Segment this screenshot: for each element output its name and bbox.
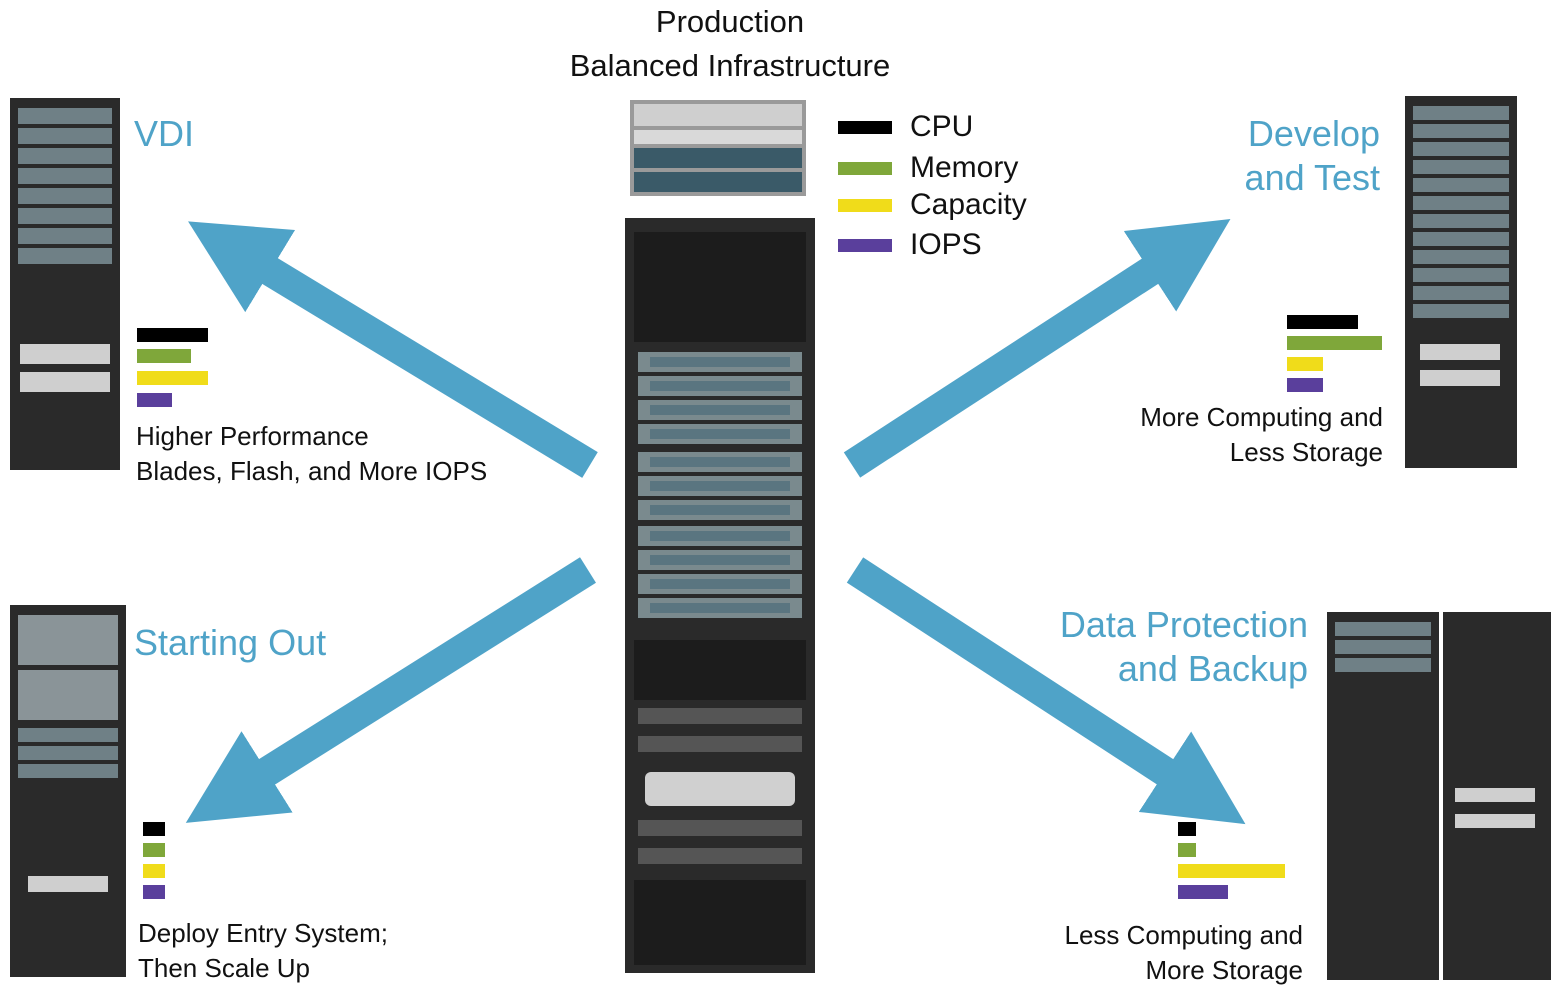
backup-bar-memory — [1178, 843, 1196, 857]
backup-title-line1: Data Protection — [1059, 604, 1308, 645]
vdi-desc-line2: Blades, Flash, and More IOPS — [136, 456, 488, 486]
starting-description: Deploy Entry System; Then Scale Up — [138, 916, 388, 986]
vdi-bar-cpu — [137, 328, 208, 342]
vdi-desc-line1: Higher Performance — [136, 421, 369, 451]
arrow-to-vdi — [188, 221, 598, 478]
develop-bar-memory — [1287, 336, 1382, 350]
vdi-bar-capacity — [137, 371, 208, 385]
legend-label-cpu: CPU — [910, 110, 974, 143]
center-title: Production Balanced Infrastructure — [520, 0, 940, 88]
center-title-line2: Balanced Infrastructure — [569, 48, 891, 83]
develop-desc-line2: Less Storage — [1229, 437, 1383, 467]
backup-desc-line1: Less Computing and — [1064, 920, 1303, 950]
backup-title-line2: and Backup — [1117, 648, 1308, 689]
legend-item-memory: Memory — [838, 149, 1018, 187]
develop-title-line1: Develop — [1247, 113, 1380, 154]
vdi-description: Higher Performance Blades, Flash, and Mo… — [136, 419, 487, 489]
develop-bar-iops — [1287, 378, 1323, 392]
develop-title-line2: and Test — [1244, 157, 1380, 198]
legend-item-iops: IOPS — [838, 226, 982, 264]
backup-title: Data Protection and Backup — [1020, 603, 1308, 691]
legend-item-capacity: Capacity — [838, 186, 1027, 224]
arrow-to-starting — [185, 557, 596, 823]
legend-label-memory: Memory — [910, 151, 1019, 184]
starting-bar-cpu — [143, 822, 165, 836]
vdi-bar-memory — [137, 349, 191, 363]
legend-swatch-iops — [838, 238, 892, 252]
backup-desc-line2: More Storage — [1145, 955, 1303, 985]
develop-desc-line1: More Computing and — [1140, 402, 1383, 432]
starting-bar-iops — [143, 885, 165, 899]
legend-swatch-capacity — [838, 198, 892, 212]
legend-label-capacity: Capacity — [910, 188, 1027, 221]
develop-bar-cpu — [1287, 315, 1358, 329]
backup-bar-capacity — [1178, 864, 1285, 878]
starting-desc-line2: Then Scale Up — [138, 953, 310, 983]
legend-swatch-cpu — [838, 120, 892, 134]
starting-title: Starting Out — [134, 622, 327, 663]
legend-label-iops: IOPS — [910, 228, 982, 261]
starting-bar-capacity — [143, 864, 165, 878]
develop-bar-capacity — [1287, 357, 1323, 371]
develop-title: Develop and Test — [1180, 112, 1380, 200]
legend-item-cpu: CPU — [838, 108, 973, 146]
legend-swatch-memory — [838, 161, 892, 175]
backup-bar-iops — [1178, 885, 1228, 899]
develop-description: More Computing and Less Storage — [1060, 400, 1383, 470]
arrow-to-develop — [843, 218, 1231, 478]
starting-bar-memory — [143, 843, 165, 857]
backup-description: Less Computing and More Storage — [980, 918, 1303, 988]
backup-bar-cpu — [1178, 822, 1196, 836]
vdi-bar-iops — [137, 393, 172, 407]
center-title-line1: Production — [655, 4, 805, 39]
arrow-to-backup — [846, 557, 1246, 825]
vdi-title: VDI — [134, 113, 195, 154]
starting-desc-line1: Deploy Entry System; — [138, 918, 388, 948]
